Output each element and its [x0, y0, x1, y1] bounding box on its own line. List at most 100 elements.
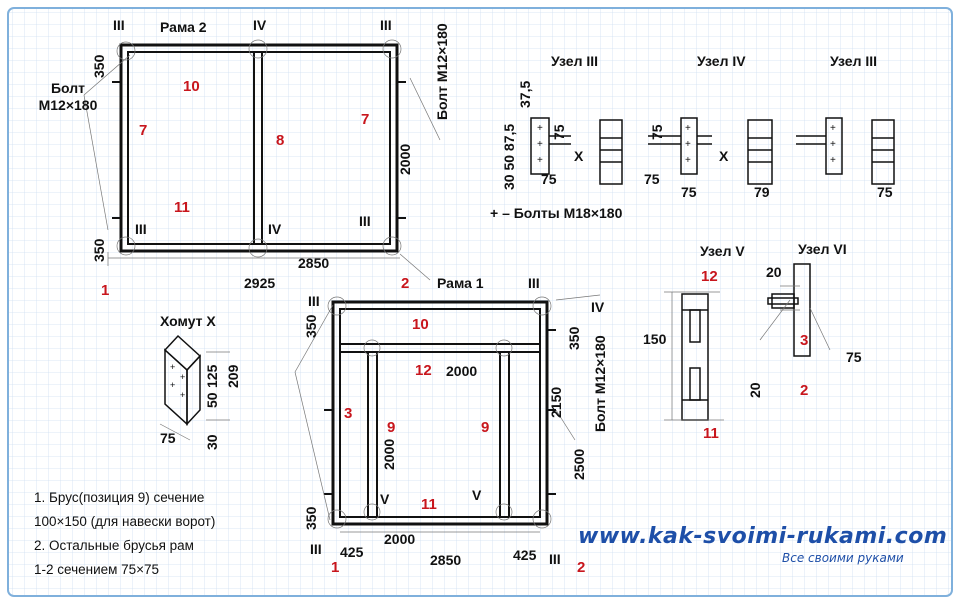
frame-1-corner-vr: V	[472, 487, 482, 503]
node-3a-dim-75b: 75	[541, 171, 557, 187]
clamp-x-drawing: + + + +	[159, 334, 230, 441]
svg-text:+: +	[537, 155, 543, 166]
notes-block: 1. Брус(позиция 9) сечение 100×150 (для …	[34, 486, 215, 582]
svg-text:+: +	[180, 390, 185, 400]
node-5-dim-20: 20	[747, 382, 763, 398]
frame-1-part-post-left: 9	[387, 419, 396, 436]
svg-text:+: +	[685, 155, 691, 166]
frame-1-dim-2000-vert: 2000	[381, 438, 397, 470]
frame-2-corner-bm: IV	[268, 221, 282, 237]
frame-2-bolt-left: Болт М12×180	[38, 80, 98, 113]
watermark-url[interactable]: www.kak-svoimi-rukami.com	[578, 524, 948, 549]
frame-1-dim-425-right: 425	[513, 547, 537, 563]
frame-1-dim-350-top: 350	[303, 314, 319, 338]
node-6-part-2: 2	[800, 382, 809, 399]
svg-text:+: +	[537, 139, 543, 150]
frame-1-title: Рама 1	[437, 275, 484, 291]
node-6-dim-75: 75	[846, 349, 862, 365]
frame-1-drawing	[294, 294, 601, 533]
node-6-title: Узел VI	[798, 241, 847, 257]
frame-2-part-middle: 8	[276, 132, 285, 149]
node-5-title: Узел V	[700, 243, 745, 259]
frame-1-dim-2000-bottom: 2000	[384, 531, 416, 547]
frame-2-dim-top: 350	[91, 54, 107, 78]
node-5-part-bottom: 11	[703, 425, 719, 442]
node-6-drawing	[759, 263, 831, 357]
clamp-dim-125: 125	[204, 364, 220, 388]
node-4-dim-75c: 75	[681, 184, 697, 200]
frame-2-corner-tr: III	[380, 17, 392, 33]
svg-text:+: +	[170, 362, 175, 372]
frame-1-corner-tr2: IV	[591, 299, 605, 315]
frame-2-dim-width-outer: 2925	[244, 275, 276, 291]
svg-text:+: +	[685, 123, 691, 134]
node-3a-dim-75a: 75	[551, 124, 567, 140]
node-5-part-top: 12	[701, 268, 718, 285]
node-6-dim-20: 20	[766, 264, 782, 280]
frame-1-corner-vl: V	[380, 491, 390, 507]
node-3a-title: Узел III	[551, 53, 599, 69]
node-3b-drawing: + + +	[796, 117, 895, 185]
frame-1-bolt-right: Болт М12×180	[592, 335, 608, 432]
frame-1-part-left: 3	[344, 405, 353, 422]
frame-1-dim-425-left: 425	[340, 544, 364, 560]
frame-1-corner-bl: III	[310, 541, 322, 557]
frame-2-corner-bl: III	[135, 221, 147, 237]
node-3a-drawing: + + +	[530, 117, 623, 185]
frame-1-corner-tl: III	[308, 293, 320, 309]
frame-2-title: Рама 2	[160, 19, 207, 35]
frame-2-bolt-right: Болт М12×180	[434, 23, 450, 120]
clamp-dim-30: 30	[204, 434, 220, 450]
frame-1-dim-2500: 2500	[571, 448, 587, 480]
svg-text:+: +	[180, 372, 185, 382]
node-4-dim-75b: 75	[644, 171, 660, 187]
note-line-4: 1-2 сечением 75×75	[34, 562, 160, 577]
node-4-dim-75a: 75	[649, 124, 665, 140]
frame-1-part-bottom: 11	[421, 496, 437, 513]
frame-1-bolt-right-label: Болт М12×180	[592, 335, 608, 432]
clamp-x-title: Хомут Х	[160, 313, 216, 329]
frame-1-side-left: 1	[331, 559, 340, 576]
frame-2-drawing	[83, 39, 441, 281]
frame-1-dim-2000-inner: 2000	[446, 363, 478, 379]
frame-1-dim-2850: 2850	[430, 552, 462, 568]
svg-text:+: +	[685, 139, 691, 150]
svg-text:+: +	[830, 139, 836, 150]
frame-2-side-right: 2	[401, 275, 410, 292]
frame-1-dim-2150: 2150	[548, 386, 564, 418]
frame-1-side-right: 2	[577, 559, 586, 576]
svg-text:+: +	[537, 123, 543, 134]
node-3b-title: Узел III	[830, 53, 878, 69]
note-line-2: 100×150 (для навески ворот)	[34, 514, 216, 529]
frame-1-corner-br: III	[549, 551, 561, 567]
node-4-dim-79: 79	[754, 184, 770, 200]
clamp-dim-209: 209	[225, 364, 241, 388]
node-3a-dim-stack: 30 50 87,5	[501, 123, 517, 190]
bolts-note: + – Болты М18×180	[490, 205, 623, 221]
frame-2-part-right: 7	[361, 111, 370, 128]
node-3a-mark-x: X	[574, 148, 584, 164]
frame-2-part-top: 10	[183, 78, 200, 95]
frame-1-dim-350-right: 350	[566, 326, 582, 350]
svg-text:+: +	[830, 155, 836, 166]
node-4-title: Узел IV	[697, 53, 746, 69]
frame-2-dim-height: 2000	[397, 143, 413, 175]
frame-2-corner-tm: IV	[253, 17, 267, 33]
svg-text:+: +	[170, 380, 175, 390]
note-line-3: 2. Остальные брусья рам	[34, 538, 194, 553]
svg-text:+: +	[830, 123, 836, 134]
frame-2-part-left: 7	[139, 122, 148, 139]
node-4-mark-x: X	[719, 148, 729, 164]
frame-1-corner-tr: III	[528, 275, 540, 291]
node-5-drawing	[664, 291, 724, 421]
node-3a-dim-375: 37,5	[517, 80, 533, 108]
frame-1-part-post-right: 9	[481, 419, 490, 436]
frame-1-part-beam: 12	[415, 362, 432, 379]
frame-1-part-top: 10	[412, 316, 429, 333]
frame-2-corner-tl: III	[113, 17, 125, 33]
frame-2-bolt-right-label: Болт М12×180	[434, 23, 450, 120]
frame-2-dim-width-inner: 2850	[298, 255, 330, 271]
frame-2-corner-br: III	[359, 213, 371, 229]
